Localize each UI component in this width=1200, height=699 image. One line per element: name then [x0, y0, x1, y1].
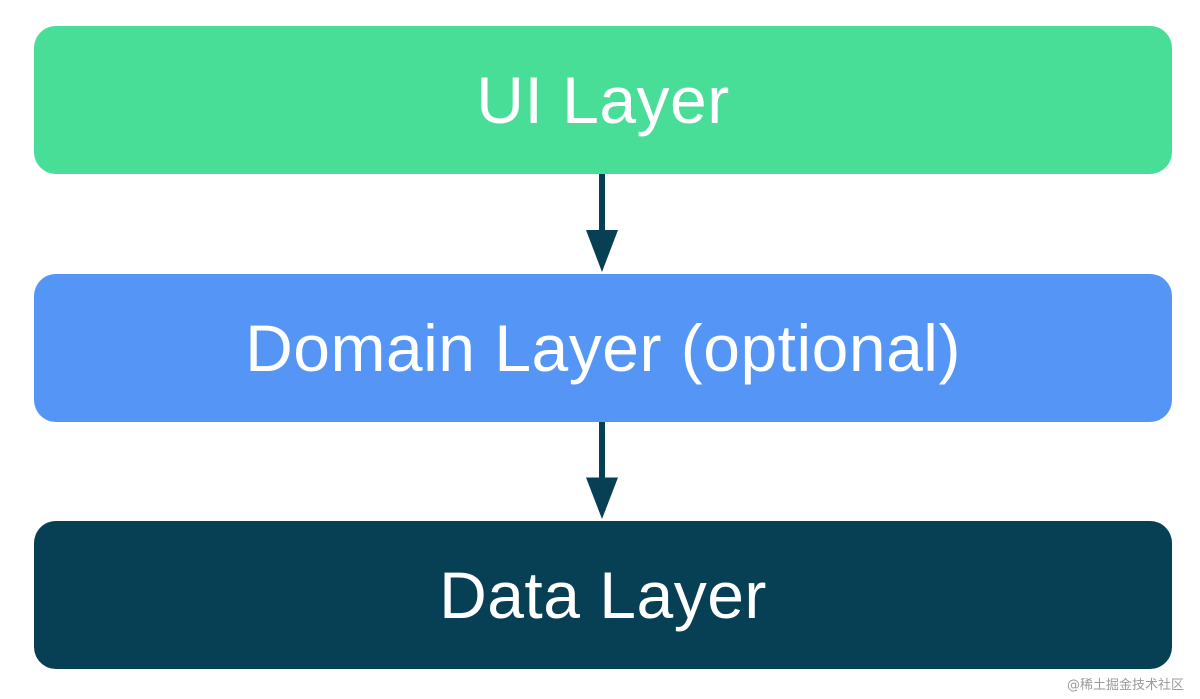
ui-layer-box: UI Layer	[34, 26, 1172, 174]
data-layer-label: Data Layer	[439, 558, 767, 632]
ui-layer-label: UI Layer	[476, 63, 730, 137]
arrow-down-icon	[578, 174, 626, 274]
data-layer-box: Data Layer	[34, 521, 1172, 669]
arrow-down-icon	[578, 422, 626, 521]
arrow-domain-to-data	[586, 422, 618, 520]
watermark: @稀土掘金技术社区	[1066, 678, 1184, 693]
arrow-ui-to-domain	[586, 174, 618, 272]
domain-layer-box: Domain Layer (optional)	[34, 274, 1172, 422]
domain-layer-label: Domain Layer (optional)	[245, 311, 961, 385]
